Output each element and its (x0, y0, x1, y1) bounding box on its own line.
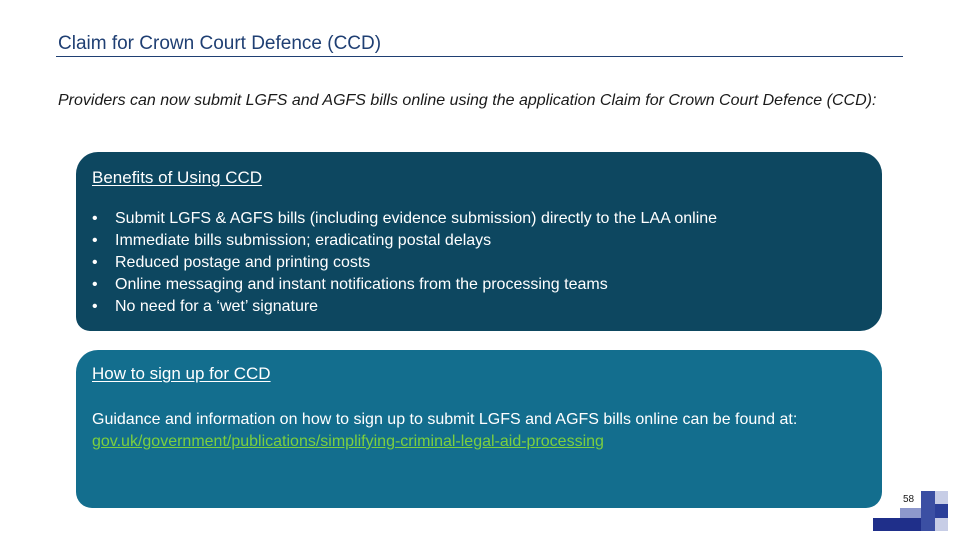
page-number: 58 (903, 494, 915, 505)
bullet-icon: • (92, 254, 98, 271)
decor-block (921, 491, 935, 531)
list-item: • No need for a ‘wet’ signature (92, 296, 717, 318)
list-item: • Submit LGFS & AGFS bills (including ev… (92, 208, 717, 230)
intro-text: Providers can now submit LGFS and AGFS b… (58, 92, 877, 109)
signup-text-block: Guidance and information on how to sign … (92, 409, 872, 453)
decor-block (873, 518, 921, 531)
list-item-text: Immediate bills submission; eradicating … (115, 232, 492, 249)
signup-guidance-text: Guidance and information on how to sign … (92, 411, 798, 428)
signup-panel: How to sign up for CCD Guidance and info… (76, 350, 882, 508)
slide-title: Claim for Crown Court Defence (CCD) (58, 33, 382, 54)
bullet-icon: • (92, 232, 98, 249)
list-item-text: Reduced postage and printing costs (115, 254, 371, 271)
bullet-icon: • (92, 210, 98, 227)
list-item-text: Submit LGFS & AGFS bills (including evid… (115, 210, 718, 227)
signup-heading: How to sign up for CCD (92, 364, 271, 383)
decor-block (900, 508, 921, 519)
bullet-icon: • (92, 298, 98, 315)
list-item: • Reduced postage and printing costs (92, 252, 717, 274)
benefits-heading: Benefits of Using CCD (92, 168, 263, 187)
list-item: • Immediate bills submission; eradicatin… (92, 230, 717, 252)
list-item-text: No need for a ‘wet’ signature (115, 298, 319, 315)
benefits-list: • Submit LGFS & AGFS bills (including ev… (92, 208, 717, 318)
decor-block (935, 504, 948, 518)
guidance-link[interactable]: gov.uk/government/publications/simplifyi… (92, 433, 604, 450)
list-item-text: Online messaging and instant notificatio… (115, 276, 608, 293)
benefits-panel: Benefits of Using CCD • Submit LGFS & AG… (76, 152, 882, 331)
list-item: • Online messaging and instant notificat… (92, 274, 717, 296)
title-divider (56, 56, 903, 57)
bullet-icon: • (92, 276, 98, 293)
